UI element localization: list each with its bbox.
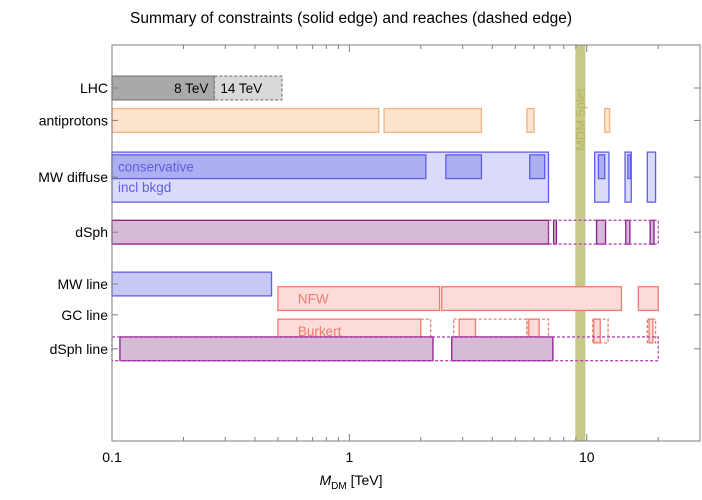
bars-layer	[111, 75, 659, 362]
row-label-lhc: LHC	[80, 80, 108, 96]
bar-antiprotons-solid-2-3	[604, 107, 611, 133]
chart-title: Summary of constraints (solid edge) and …	[130, 10, 572, 27]
bar-gc-line-dashed-10-4	[646, 318, 657, 344]
x-tick-label: 1	[345, 449, 353, 465]
bar-mw-diffuse-solid-4-4	[627, 154, 632, 180]
bar-gc-line-dashed-10-1	[453, 318, 528, 344]
bar-mw-diffuse-solid-4-3	[597, 154, 606, 180]
x-axis-subscript: DM	[331, 480, 347, 492]
bar-dsph-solid-5-2	[595, 219, 607, 245]
row-label-gc-line: GC line	[61, 307, 108, 323]
bar-gc-line-solid-8-0	[277, 286, 441, 312]
row-label-dsph-line: dSph line	[50, 341, 109, 357]
bar-gc-line-solid-9-4	[648, 318, 654, 344]
bar-label-8-tev: 8 TeV	[174, 81, 208, 96]
bar-gc-line-solid-8-2	[637, 286, 659, 312]
vband-label: MDM 5plet	[573, 88, 588, 151]
bar-antiprotons-solid-2-2	[526, 107, 535, 133]
bar-dsph-dashed-6-0	[547, 219, 659, 245]
x-axis-label: MDM [TeV]	[0, 472, 702, 492]
bar-antiprotons-solid-2-1	[383, 107, 483, 133]
bar-dsph-solid-5-0	[111, 219, 550, 245]
x-tick-label: 10	[579, 449, 595, 465]
bar-label-conservative: conservative	[118, 160, 194, 175]
x-axis-unit: [TeV]	[350, 472, 383, 488]
row-label-dsph: dSph	[75, 224, 108, 240]
bar-dsph-line-solid-11-0	[119, 336, 434, 362]
x-tick-label: 0.1	[102, 449, 122, 465]
bar-gc-line-dashed-10-0	[420, 318, 432, 344]
bar-label-14-tev: 14 TeV	[220, 81, 262, 96]
bar-gc-line-solid-9-3	[593, 318, 601, 344]
row-label-antiprotons: antiprotons	[39, 112, 108, 128]
bar-mw-line-solid-7-0	[111, 271, 273, 297]
axes-layer: 0.1 1 10 LHC antiprotons MW diffuse dSph MW lin…	[38, 44, 701, 465]
bar-mw-diffuse-solid-4-2	[529, 154, 546, 180]
row-label-mw-diffuse: MW diffuse	[38, 169, 108, 185]
row-label-mw-line: MW line	[57, 276, 108, 292]
bar-dsph-solid-5-3	[625, 219, 631, 245]
bar-gc-line-solid-8-1	[441, 286, 623, 312]
bar-dsph-line-solid-11-1	[451, 336, 554, 362]
bar-mw-diffuse-solid-4-1	[445, 154, 483, 180]
vband-mdm-5plet	[575, 45, 586, 441]
bar-dsph-solid-5-4	[649, 219, 655, 245]
bar-gc-line-dashed-10-3	[592, 318, 609, 344]
bar-dsph-solid-5-1	[552, 219, 558, 245]
bar-label-burkert: Burkert	[298, 324, 342, 339]
bar-antiprotons-solid-2-0	[111, 107, 380, 133]
bar-label-nfw: NFW	[298, 292, 329, 307]
vband-layer: MDM 5plet	[573, 45, 588, 441]
bar-mw-diffuse-solid-3-3	[646, 151, 657, 203]
x-axis-symbol: M	[319, 472, 332, 488]
bar-label-incl-bkgd: incl bkgd	[118, 180, 171, 195]
plot-frame	[111, 44, 701, 442]
bar-lhc-dashed-1-0	[213, 75, 283, 101]
